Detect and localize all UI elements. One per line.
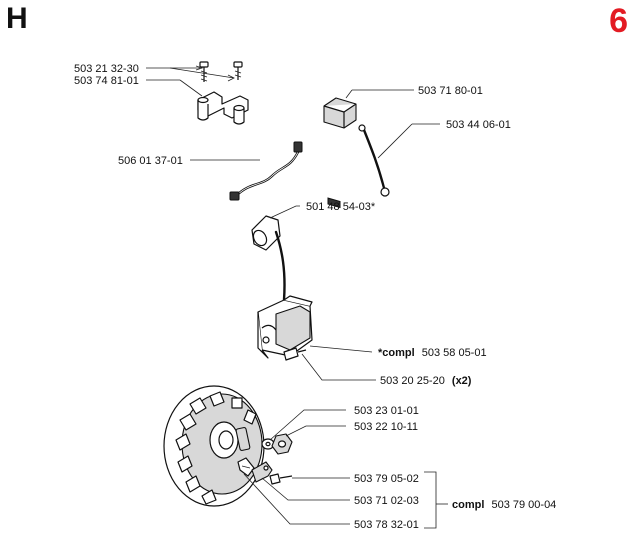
part-label-503-71-02-03: 503 71 02-03: [354, 495, 419, 507]
part-label-number: 503 58 05-01: [422, 347, 487, 359]
part-label-503-23-01-01: 503 23 01-01: [354, 405, 419, 417]
kit-label-prefix: compl: [452, 499, 484, 511]
section-letter: H: [6, 2, 28, 35]
switch-block: [323, 97, 357, 209]
bracket: [197, 91, 249, 125]
part-label-503-20-25-20: 503 20 25-20 (x2): [380, 375, 472, 387]
cable: [229, 141, 303, 201]
kit-label-number: 503 79 00-04: [491, 499, 556, 511]
coil-screw: [283, 347, 307, 361]
short-wire: [358, 124, 390, 197]
part-label-503-22-10-11: 503 22 10-11: [354, 421, 418, 433]
part-label-501-48-54-03: 501 48 54-03*: [306, 201, 376, 213]
part-label-503-71-80-01: 503 71 80-01: [418, 85, 483, 97]
washer: [261, 438, 275, 450]
part-label-503-21-32-30: 503 21 32-30: [74, 63, 139, 75]
part-label-503-74-81-01: 503 74 81-01: [74, 75, 139, 87]
kit-label: compl 503 79 00-04: [452, 499, 556, 511]
pawl: [251, 461, 273, 483]
part-label-qty: (x2): [452, 375, 472, 387]
nut: [271, 433, 293, 455]
part-label-506-01-37-01: 506 01 37-01: [118, 155, 183, 167]
part-label-503-78-32-01: 503 78 32-01: [354, 519, 419, 531]
ignition-coil: [257, 295, 313, 359]
part-label-503-79-05-02: 503 79 05-02: [354, 473, 419, 485]
leader-lines: [146, 65, 448, 529]
part-labels: 503 21 32-30 503 74 81-01 503 71 80-01 5…: [74, 63, 556, 531]
page-number: 6: [609, 2, 628, 40]
spring: [237, 457, 255, 477]
part-label-number: 503 20 25-20: [380, 375, 445, 387]
flywheel: [163, 385, 265, 507]
pin-screw: [269, 473, 293, 485]
part-label-prefix: *compl: [378, 347, 415, 359]
part-label-503-58-05-01: *compl 503 58 05-01: [378, 347, 487, 359]
screw-pair: [199, 61, 243, 82]
part-label-503-44-06-01: 503 44 06-01: [446, 119, 511, 131]
spark-plug-boot: [251, 215, 286, 302]
